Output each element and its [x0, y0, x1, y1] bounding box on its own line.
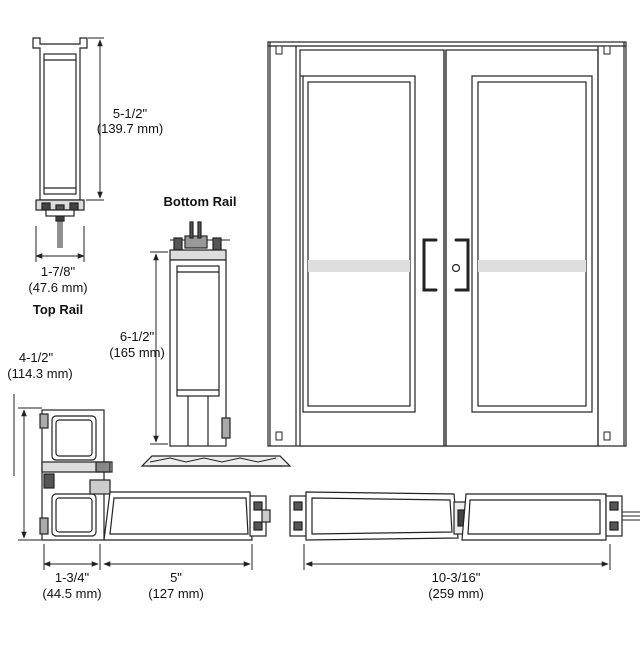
top-rail-depth-metric: (47.6 mm) — [28, 280, 87, 295]
top-rail-height-imperial: 5-1/2" — [113, 106, 148, 121]
stile-depth-imperial: 1-3/4" — [55, 570, 90, 585]
stile-height-metric: (114.3 mm) — [7, 366, 73, 381]
lock-cylinder-icon — [451, 263, 461, 273]
stile-dimension-lines — [13, 394, 101, 570]
frame-anchor-icons — [275, 45, 611, 441]
meeting-stiles-width-imperial: 10-3/16" — [432, 570, 481, 585]
lock-stile-width-metric: (127 mm) — [148, 586, 204, 601]
left-door-midrail — [308, 260, 410, 272]
bottom-rail-height-metric: (165 mm) — [109, 345, 165, 360]
stile-depth-metric: (44.5 mm) — [42, 586, 101, 601]
lock-stile-dimension-lines — [103, 544, 253, 570]
meeting-stiles-dimension-lines — [303, 544, 611, 570]
top-rail-depth-imperial: 1-7/8" — [41, 264, 76, 279]
meeting-stiles-section — [289, 491, 640, 541]
stile-height-imperial: 4-1/2" — [19, 350, 54, 365]
top-rail-profile — [32, 37, 88, 248]
door-pull-handles — [422, 238, 470, 292]
bottom-rail-height-imperial: 6-1/2" — [120, 329, 155, 344]
top-rail-title: Top Rail — [33, 302, 83, 317]
double-door-elevation — [267, 41, 627, 447]
bottom-rail-profile — [140, 221, 292, 467]
top-rail-dimension-lines — [35, 37, 104, 262]
meeting-stiles-width-metric: (259 mm) — [428, 586, 484, 601]
stile-profile — [39, 409, 113, 541]
top-rail-height-metric: (139.7 mm) — [97, 121, 163, 136]
lock-stile-width-imperial: 5" — [170, 570, 182, 585]
bottom-rail-title: Bottom Rail — [164, 194, 237, 209]
bottom-rail-dimension-lines — [150, 251, 168, 445]
right-door-midrail — [478, 260, 586, 272]
lock-stile-section — [103, 491, 271, 541]
